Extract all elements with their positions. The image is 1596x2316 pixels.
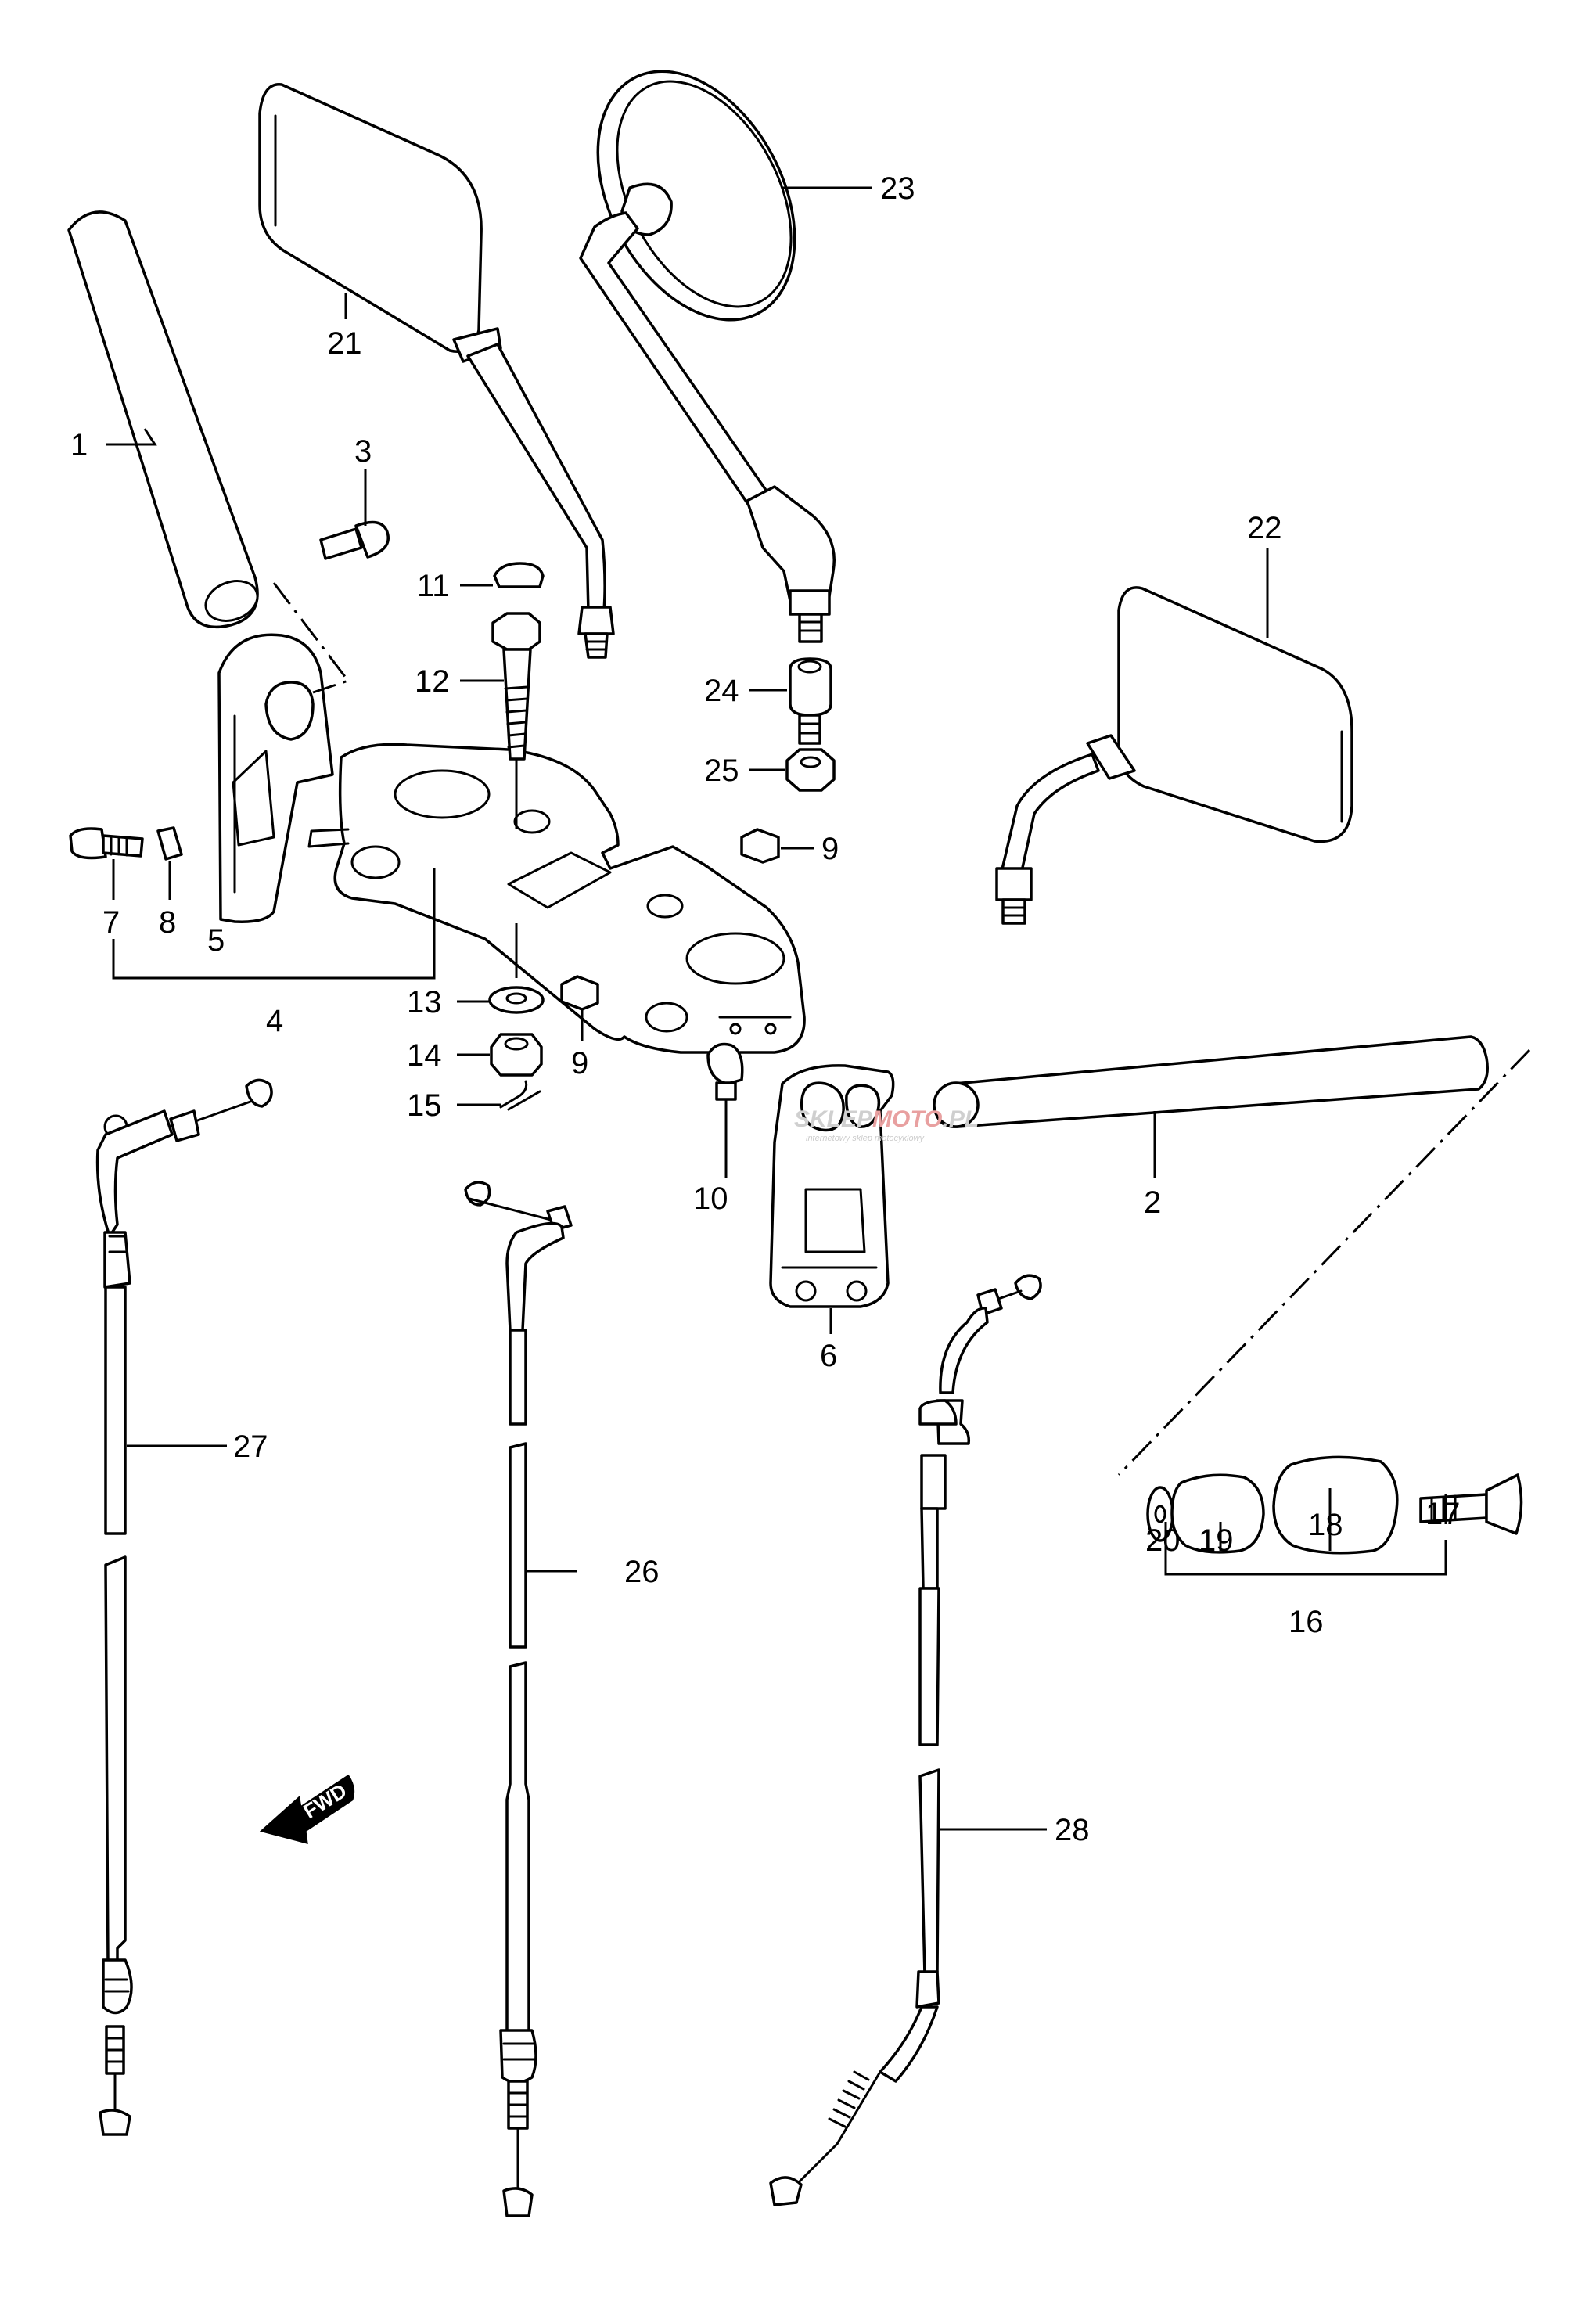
bracket-damper-upper <box>740 828 780 864</box>
right-handlebar-holder <box>769 1064 895 1308</box>
left-grip <box>67 210 259 629</box>
bracket-4 <box>112 868 436 980</box>
callout-19: 19 <box>1199 1522 1234 1558</box>
callout-21: 21 <box>327 293 362 361</box>
svg-text:8: 8 <box>159 905 176 940</box>
callout-3: 3 <box>354 434 372 526</box>
callout-12: 12 <box>415 664 504 699</box>
bracket-damper-lower <box>560 975 599 1011</box>
right-grip <box>933 1035 1489 1128</box>
svg-text:SKLEPMOTO.PL: SKLEPMOTO.PL <box>794 1106 979 1132</box>
round-mirror <box>579 70 836 643</box>
holder-bolt-right <box>706 1042 744 1101</box>
svg-text:15: 15 <box>407 1088 442 1123</box>
svg-text:9: 9 <box>571 1046 588 1081</box>
right-mirror <box>995 586 1353 925</box>
svg-text:18: 18 <box>1308 1508 1343 1542</box>
callout-1: 1 <box>70 428 157 462</box>
cable-27 <box>95 1078 273 2136</box>
svg-text:4: 4 <box>266 1004 283 1038</box>
assembly-line-5 <box>272 582 350 694</box>
callout-15: 15 <box>407 1088 501 1123</box>
cotter-pin <box>499 1080 541 1111</box>
callout-9a: 9 <box>781 832 839 866</box>
callout-28: 28 <box>939 1813 1090 1847</box>
svg-text:26: 26 <box>624 1555 660 1589</box>
svg-text:9: 9 <box>821 832 839 866</box>
svg-text:6: 6 <box>820 1339 837 1373</box>
handlebar-bracket <box>307 743 806 1054</box>
svg-text:20: 20 <box>1145 1523 1181 1558</box>
svg-text:28: 28 <box>1055 1813 1090 1847</box>
svg-text:27: 27 <box>233 1430 268 1464</box>
svg-text:16: 16 <box>1289 1605 1324 1639</box>
holder-bolt <box>319 520 390 560</box>
callout-17: 17 <box>1425 1494 1461 1531</box>
mirror-adaptor <box>789 657 832 745</box>
callout-4: 4 <box>266 1004 283 1038</box>
bracket-16 <box>1164 1534 1447 1576</box>
svg-text:25: 25 <box>704 753 739 788</box>
svg-text:24: 24 <box>704 674 739 708</box>
svg-text:23: 23 <box>880 171 915 206</box>
callout-7: 7 <box>102 859 120 940</box>
svg-text:14: 14 <box>407 1038 442 1073</box>
callout-24: 24 <box>704 674 787 708</box>
callout-16: 16 <box>1289 1605 1324 1639</box>
watermark-subtitle: internetowy sklep motocyklowy <box>806 1134 926 1143</box>
svg-text:7: 7 <box>102 905 120 940</box>
cable-26 <box>464 1181 573 2217</box>
spring-washer <box>156 826 183 861</box>
left-handlebar-holder <box>217 633 334 923</box>
callout-18: 18 <box>1308 1488 1343 1551</box>
callout-25: 25 <box>704 753 785 788</box>
bar-end-weight-inner <box>1170 1473 1265 1554</box>
bar-end-screw <box>1419 1473 1523 1535</box>
callout-10: 10 <box>693 1099 728 1216</box>
svg-text:2: 2 <box>1144 1185 1161 1220</box>
svg-text:3: 3 <box>354 434 372 469</box>
bracket-bolt <box>491 612 541 761</box>
cable-28 <box>769 1274 1042 2206</box>
callout-8: 8 <box>159 861 176 940</box>
callout-6: 6 <box>820 1308 837 1373</box>
bar-end-weight-outer <box>1272 1455 1399 1555</box>
watermark: SKLEPMOTO.PL internetowy sklep motocyklo… <box>794 1106 979 1143</box>
callout-22: 22 <box>1247 511 1282 638</box>
callout-5: 5 <box>207 923 225 958</box>
watermark-suffix: .PL <box>942 1106 979 1132</box>
svg-text:12: 12 <box>415 664 450 699</box>
bolt-cap <box>493 562 545 588</box>
assembly-line-16 <box>1117 1048 1531 1476</box>
svg-text:1: 1 <box>70 428 88 462</box>
svg-text:19: 19 <box>1199 1523 1234 1558</box>
bracket-nut <box>490 1033 543 1077</box>
svg-text:5: 5 <box>207 923 225 958</box>
svg-text:11: 11 <box>417 569 450 603</box>
callout-2: 2 <box>1144 1111 1161 1220</box>
clamp-bolt <box>69 827 144 860</box>
svg-text:21: 21 <box>327 326 362 361</box>
washer <box>488 986 545 1014</box>
watermark-prefix: SKLEP <box>794 1106 873 1132</box>
callout-27: 27 <box>127 1430 268 1464</box>
callout-26: 26 <box>526 1555 660 1589</box>
mirror-nut <box>785 748 836 792</box>
callout-14: 14 <box>407 1038 490 1073</box>
svg-text:13: 13 <box>407 985 442 1020</box>
callout-9b: 9 <box>571 1009 588 1081</box>
watermark-accent: MOTO <box>872 1106 942 1132</box>
callout-20: 20 <box>1145 1522 1181 1558</box>
callout-11: 11 <box>417 569 493 603</box>
callout-13: 13 <box>407 985 490 1020</box>
callout-23: 23 <box>782 171 915 206</box>
svg-text:17: 17 <box>1425 1497 1461 1531</box>
forward-arrow: FWD <box>259 1774 355 1845</box>
svg-text:22: 22 <box>1247 511 1282 545</box>
svg-text:10: 10 <box>693 1181 728 1216</box>
left-mirror <box>258 83 615 659</box>
